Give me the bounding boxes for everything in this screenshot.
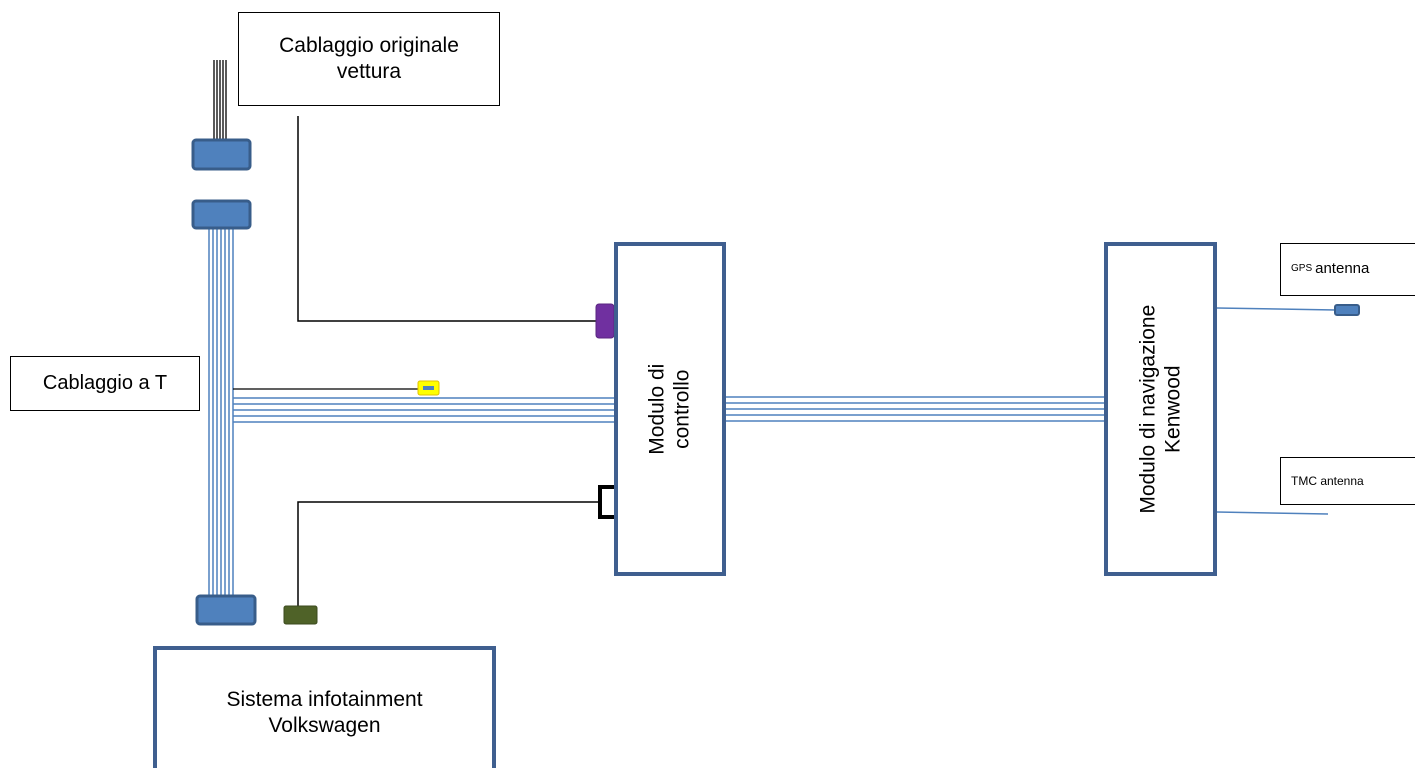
bus-to-control-module [233, 397, 614, 423]
control-module-label-line1: Modulo di [645, 363, 669, 455]
connector-green [283, 605, 318, 625]
bus-to-nav-module [726, 396, 1104, 422]
original-harness-label-line2: vettura [336, 60, 402, 83]
original-harness-box: Cablaggio originale vettura [238, 12, 500, 106]
navigation-module-label-line1: Modulo di navigazione [1136, 304, 1160, 514]
control-module-label-line2: controllo [671, 369, 694, 449]
connector-t-harness-bottom [195, 594, 257, 626]
tmc-antenna-cable [1216, 511, 1329, 515]
t-harness-box: Cablaggio a T [10, 356, 200, 411]
tmc-antenna-label: TMC antenna [1291, 473, 1364, 488]
control-module-box: Modulo di controllo [614, 242, 726, 576]
wire-original-to-control [297, 116, 596, 322]
connector-yellow-pin [423, 386, 434, 390]
navigation-module-box: Modulo di navigazione Kenwood [1104, 242, 1217, 576]
gps-antenna-prefix: GPS [1291, 263, 1313, 275]
connector-t-harness-top [191, 199, 252, 230]
t-harness-label: Cablaggio a T [42, 372, 168, 394]
navigation-module-label-line2: Kenwood [1161, 365, 1185, 453]
tmc-antenna-box: TMC antenna [1280, 457, 1415, 505]
original-harness-wires [213, 60, 227, 140]
gps-antenna-label: antenna [1315, 260, 1370, 278]
gps-antenna-box: GPS antenna [1280, 243, 1415, 296]
connector-original-top [191, 138, 252, 171]
connector-purple [595, 303, 615, 339]
infotainment-label-line2: Volkswagen [268, 714, 381, 737]
connector-gps [1334, 304, 1360, 316]
t-harness-vertical-bus [208, 228, 234, 596]
gps-antenna-cable [1216, 307, 1337, 311]
original-harness-label-line1: Cablaggio originale [279, 33, 459, 57]
infotainment-box: Sistema infotainment Volkswagen [153, 646, 496, 768]
wire-control-to-green [297, 501, 600, 606]
infotainment-label-line1: Sistema infotainment [226, 687, 423, 711]
